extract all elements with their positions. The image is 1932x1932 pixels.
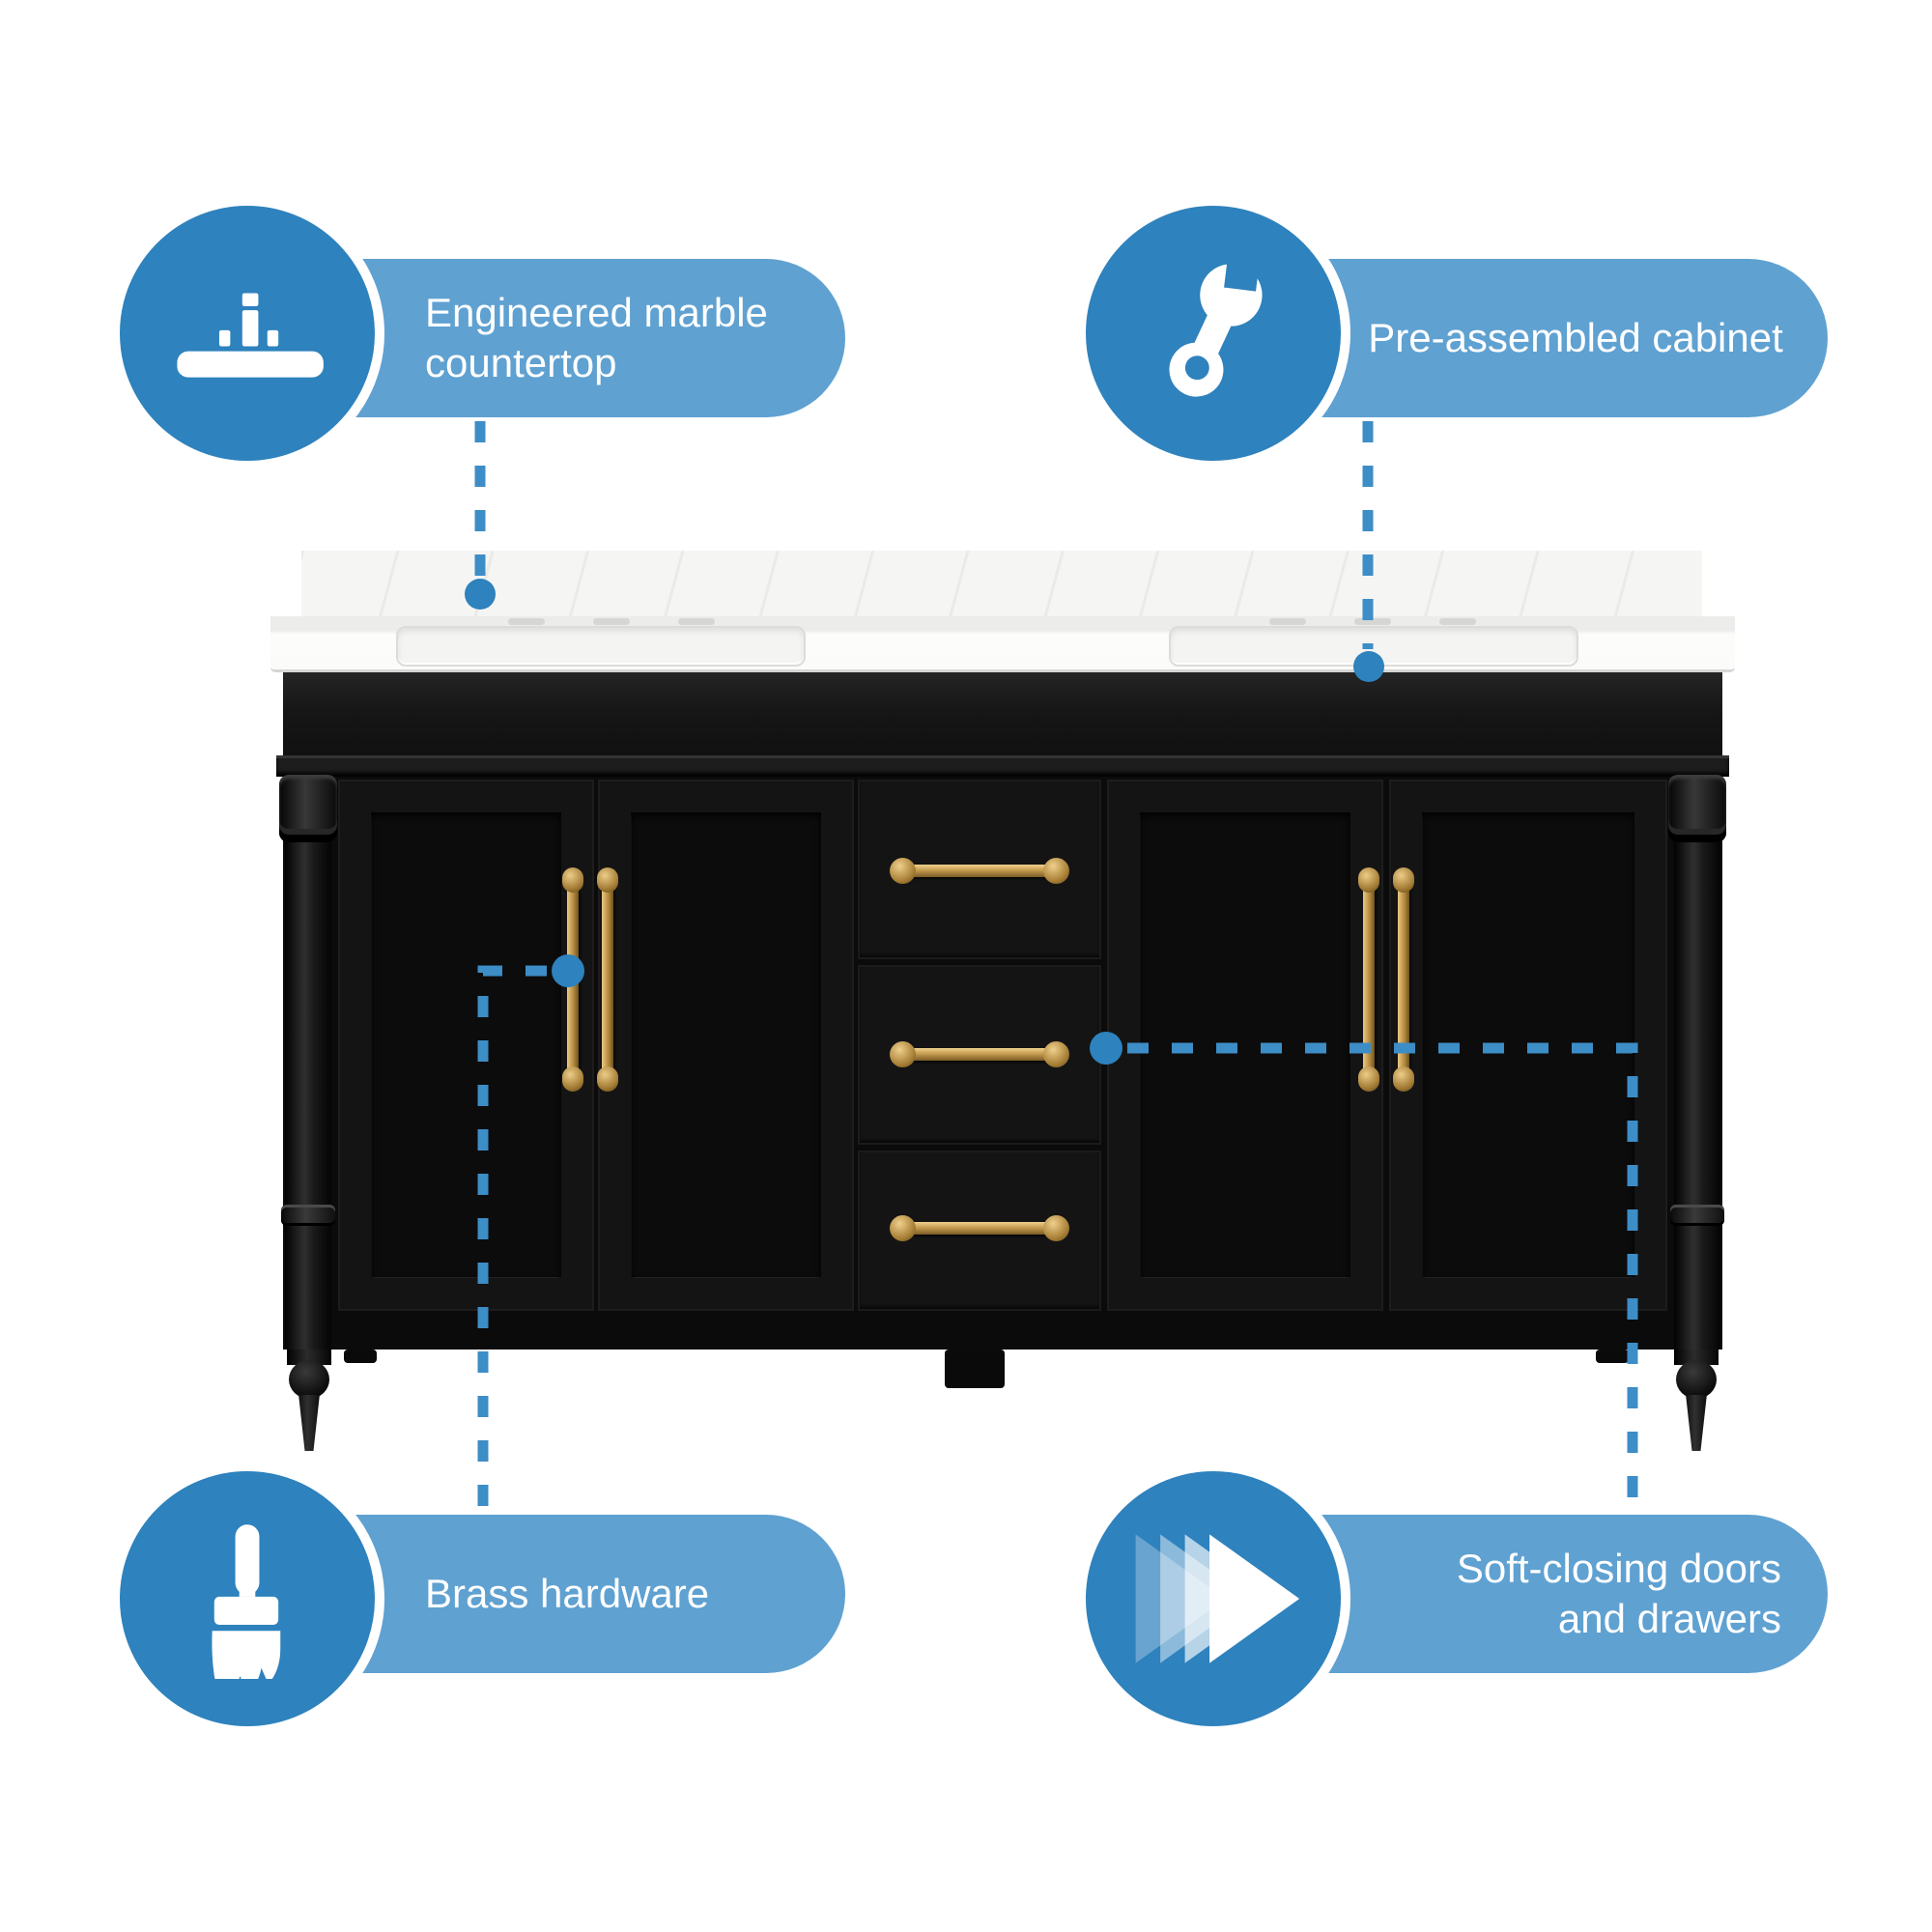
back-foot-left [344, 1350, 377, 1363]
pull-finial [1358, 867, 1379, 893]
faucet-hole [1269, 618, 1306, 625]
leg-left-turnip [289, 1360, 329, 1399]
callout-label: Engineered marble countertop [290, 259, 845, 417]
sink-cutout-left [396, 626, 806, 667]
column-right-cap [1668, 775, 1726, 842]
faucet-hole [1354, 618, 1391, 625]
callout-label-line: and drawers [1557, 1596, 1781, 1641]
callout-label-line: Engineered marble [425, 290, 768, 335]
pull-finial [597, 867, 618, 893]
pull-bar [602, 881, 613, 1078]
connector-dot-softclose [1090, 1032, 1122, 1065]
pull-finial [562, 1066, 583, 1092]
callout-label-line: Soft-closing doors [1456, 1546, 1781, 1591]
door-left-a [338, 780, 594, 1311]
callout-bubble [1076, 196, 1350, 470]
faucet-hole [1439, 618, 1476, 625]
connector-bottom-left [477, 965, 547, 1513]
callout-label-line: Pre-assembled cabinet [1368, 315, 1783, 360]
connector-dot-countertop [465, 579, 496, 610]
pull-finial [890, 1215, 916, 1241]
soft-close-icon [1135, 1534, 1300, 1663]
pull-finial [1358, 1066, 1379, 1092]
callout-pill: Soft-closing doors and drawers [1256, 1515, 1828, 1673]
pull-bar [1398, 881, 1409, 1078]
faucet-hole [593, 618, 630, 625]
column-right [1674, 777, 1720, 1350]
column-right-collar [1670, 1205, 1724, 1226]
pull-finial [1043, 1215, 1069, 1241]
door-left-b [598, 780, 854, 1311]
door-panel [371, 812, 561, 1278]
vanity-backsplash [301, 551, 1702, 618]
door-pull-right-a [1356, 867, 1381, 1092]
drawer-pull-top [890, 856, 1069, 887]
back-foot-right [1596, 1350, 1629, 1363]
callout-pill: Pre-assembled cabinet [1256, 259, 1828, 417]
cabinet-apron [283, 669, 1722, 761]
column-left-cap [279, 775, 337, 842]
callout-label: Soft-closing doors and drawers [1256, 1515, 1828, 1673]
leg-left [287, 1350, 331, 1365]
leg-right [1674, 1350, 1719, 1365]
connector-dot-hardware [552, 954, 584, 987]
cabinet-molding [276, 755, 1729, 777]
callout-bubble [110, 196, 384, 470]
connector-bottom-right [1127, 1042, 1638, 1513]
callout-label: Pre-assembled cabinet [1256, 259, 1828, 417]
callout-label: Brass hardware [290, 1515, 845, 1673]
pull-bar [901, 865, 1058, 877]
center-foot [945, 1350, 1005, 1388]
callout-bubble [110, 1462, 384, 1736]
drawer-pull-middle [890, 1039, 1069, 1070]
leg-right-turnip [1676, 1360, 1717, 1399]
pull-finial [890, 858, 916, 884]
pull-finial [1393, 867, 1414, 893]
callout-label-line: countertop [425, 340, 617, 385]
column-left [285, 777, 331, 1350]
faucet-hole [678, 618, 715, 625]
pull-finial [597, 1066, 618, 1092]
leg-left-taper [298, 1395, 320, 1451]
countertop-icon [177, 293, 324, 378]
pull-bar [901, 1048, 1058, 1061]
pull-finial [890, 1041, 916, 1067]
column-left-collar [281, 1205, 335, 1226]
connector-dot-cabinet [1353, 651, 1384, 682]
callout-label-line: Brass hardware [425, 1571, 710, 1616]
leg-right-taper [1686, 1395, 1707, 1451]
pull-finial [1043, 858, 1069, 884]
faucet-hole [508, 618, 545, 625]
pull-bar [901, 1222, 1058, 1235]
pull-finial [1043, 1041, 1069, 1067]
pull-finial [1393, 1066, 1414, 1092]
wrench-icon [1169, 253, 1263, 397]
door-right-a [1107, 780, 1383, 1311]
callout-bubble [1076, 1462, 1350, 1736]
door-panel [631, 812, 821, 1278]
door-pull-left-b [595, 867, 620, 1092]
brush-icon [212, 1524, 281, 1679]
door-pull-right-b [1391, 867, 1416, 1092]
drawer-pull-bottom [890, 1213, 1069, 1244]
pull-finial [562, 867, 583, 893]
pull-bar [1363, 881, 1375, 1078]
